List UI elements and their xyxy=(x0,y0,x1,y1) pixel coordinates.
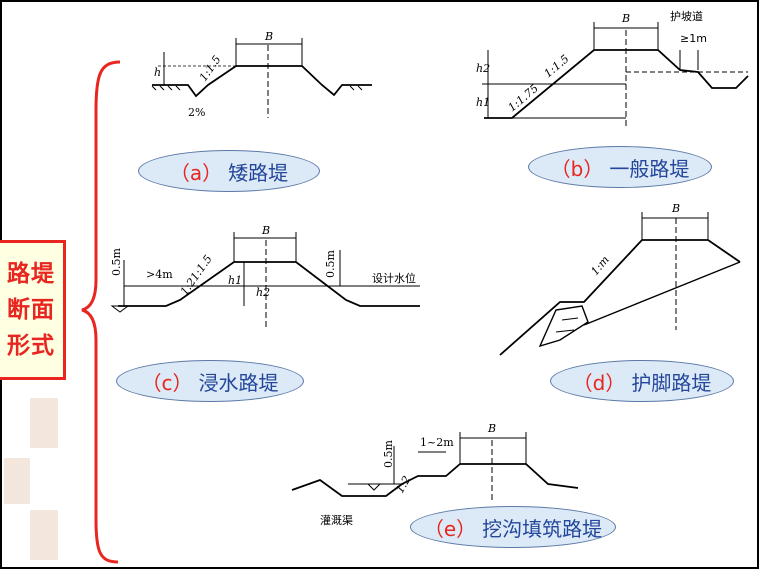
seal-watermark xyxy=(4,458,30,504)
card-name: 矮路堤 xyxy=(228,160,289,185)
label-a-slope: 1:1.5 xyxy=(197,53,224,84)
label-b-B: B xyxy=(621,12,630,25)
diagram-a-low-embankment xyxy=(151,38,372,118)
card-c-flooded-embankment: （c） 浸水路堤 xyxy=(116,360,304,402)
card-b-general-embankment: （b） 一般路堤 xyxy=(528,146,712,188)
seal-watermark xyxy=(30,510,58,560)
label-e-canal: 灌溉渠 xyxy=(320,514,353,527)
label-a-B: B xyxy=(264,30,273,43)
card-letter: （c） xyxy=(141,370,193,395)
card-name: 护脚路堤 xyxy=(631,370,712,395)
card-letter: （b） xyxy=(550,156,604,181)
label-e-05m: 0.5m xyxy=(382,440,395,468)
section-title-box: 路堤 断面 形式 xyxy=(0,240,66,380)
card-d-toe-wall-embankment: （d） 护脚路堤 xyxy=(550,360,734,402)
label-e-1-2m: 1~2m xyxy=(420,436,454,449)
label-d-B: B xyxy=(671,202,680,215)
card-letter: （d） xyxy=(572,370,626,395)
label-e-slope: 1:2 xyxy=(393,474,413,496)
label-b-berm: 护坡道 xyxy=(670,9,703,23)
card-name: 浸水路堤 xyxy=(198,370,279,395)
label-a-grade: 2% xyxy=(188,106,205,119)
card-e-ditch-fill-embankment: （e） 挖沟填筑路堤 xyxy=(410,506,616,548)
label-e-B: B xyxy=(487,422,496,435)
label-c-h2: h2 xyxy=(256,286,270,299)
label-a-h: h xyxy=(154,66,161,79)
label-c-water-level: 设计水位 xyxy=(372,271,416,285)
label-b-berm-width: ≥1m xyxy=(680,32,707,45)
card-name: 挖沟填筑路堤 xyxy=(482,516,603,541)
diagram-b-general-embankment xyxy=(482,22,749,128)
label-c-gt4m: >4m xyxy=(146,268,173,281)
red-brace xyxy=(81,60,121,564)
card-a-low-embankment: （a） 矮路堤 xyxy=(138,150,320,192)
label-d-slope: 1:m xyxy=(588,253,612,278)
label-c-slope: 1:21:1.5 xyxy=(178,253,215,298)
label-c-B: B xyxy=(261,224,270,237)
card-name: 一般路堤 xyxy=(609,156,690,181)
title-line: 形式 xyxy=(7,333,55,359)
card-letter: （e） xyxy=(423,516,477,541)
card-letter: （a） xyxy=(169,160,223,185)
label-c-05m-right: 0.5m xyxy=(324,250,337,278)
diagram-e-ditch-fill-embankment xyxy=(291,432,579,500)
diagram-d-toe-wall-embankment xyxy=(499,212,741,356)
diagram-c-flooded-embankment xyxy=(110,232,420,330)
label-b-h1: h1 xyxy=(476,96,490,109)
title-line: 路堤 xyxy=(7,261,55,287)
title-line: 断面 xyxy=(7,297,55,323)
label-c-h1: h1 xyxy=(228,274,242,287)
label-c-05m-left: 0.5m xyxy=(110,248,123,276)
label-b-h2: h2 xyxy=(476,62,490,75)
seal-watermark xyxy=(30,398,58,448)
label-b-slope2: 1:1.5 xyxy=(542,52,572,80)
